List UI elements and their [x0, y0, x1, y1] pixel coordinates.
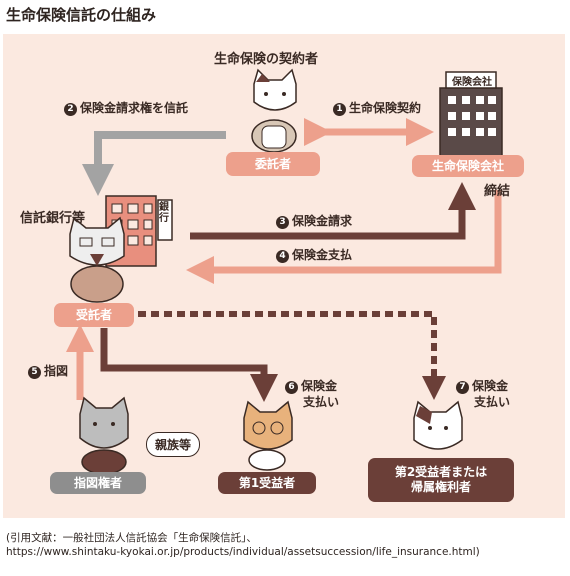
trustee-box: 受託者 [54, 303, 134, 327]
payment-first-arrow [100, 328, 278, 402]
bank-sign: 銀行 [159, 202, 169, 224]
citation-line-2: https://www.shintaku-kyokai.or.jp/produc… [6, 546, 480, 558]
beneficiary1-box: 第1受益者 [218, 472, 316, 494]
insurer-sign: 保険会社 [452, 77, 492, 88]
page-title: 生命保険信託の仕組み [6, 6, 157, 24]
relatives-label: 親族等 [146, 432, 201, 457]
director-cat-icon [79, 396, 129, 475]
conclusion-label: 締結 [484, 184, 511, 199]
payment-arrow [186, 190, 502, 284]
payment-second-arrow [138, 311, 446, 400]
beneficiary2-box: 第2受益者または 帰属権利者 [368, 458, 514, 502]
settlor-box: 委託者 [226, 152, 320, 176]
claim-arrow [190, 182, 476, 240]
beneficiary2-cat-icon [413, 400, 463, 450]
director-box: 指図権者 [50, 472, 146, 494]
trust-bank-label: 信託銀行等 [20, 211, 86, 226]
insurer-box: 生命保険会社 [412, 155, 524, 177]
settlor-cat-icon [251, 68, 297, 153]
contractor-label: 生命保険の契約者 [214, 52, 319, 67]
trust-claim-arrow [82, 131, 226, 196]
trustee-cat-icon [69, 216, 125, 303]
citation-line-1: (引用文献：一般社団法人信託協会「生命保険信託」、 [6, 532, 257, 544]
insurer-building-icon [439, 71, 503, 157]
beneficiary1-cat-icon [243, 400, 293, 471]
